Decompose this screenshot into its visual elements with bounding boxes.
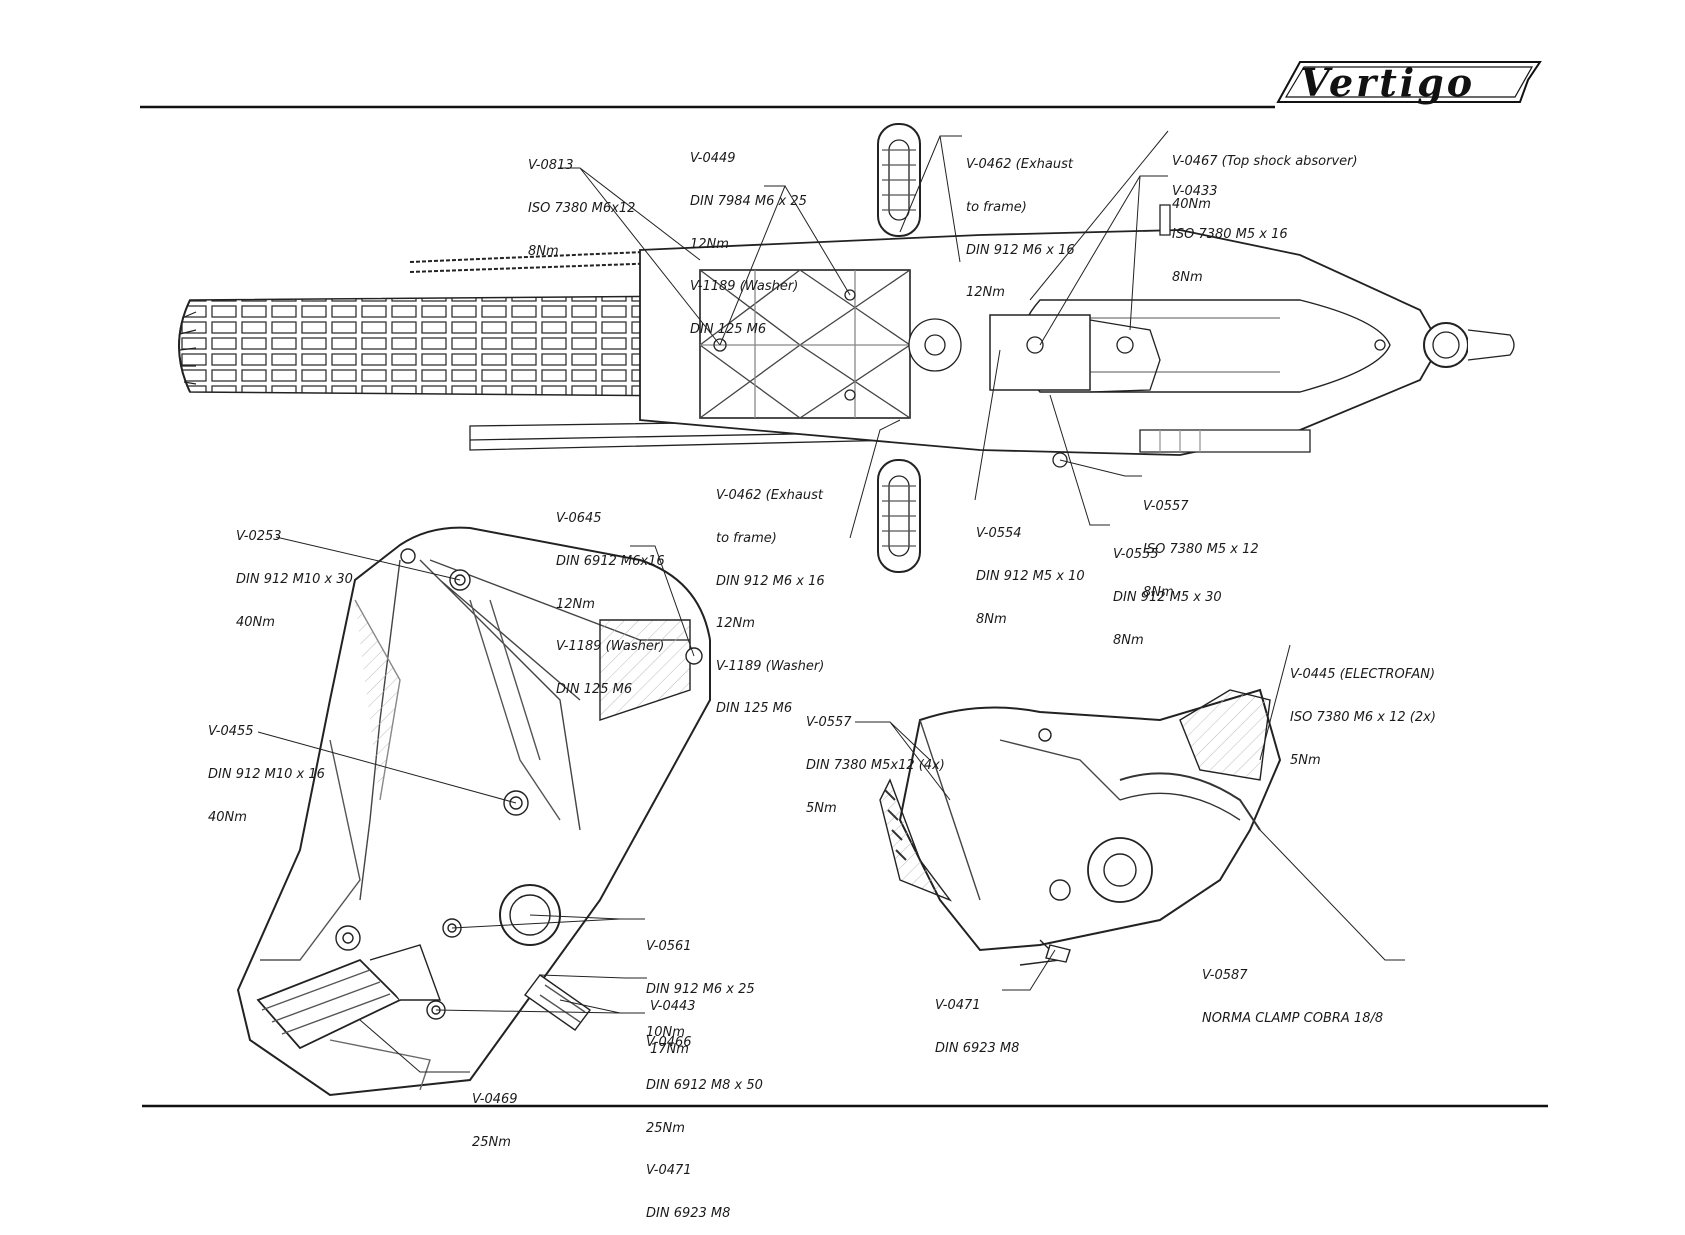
callout-line: DIN 912 M10 x 16 [208,767,325,783]
callout-line: 8Nm [976,611,1007,627]
callout-line: DIN 7380 M5x12 (4x) [806,758,945,774]
callout-line: DIN 912 M6 x 25 [646,982,755,998]
callout-v0466: V-0466 DIN 6912 M8 x 50 25Nm V-0471 DIN … [646,1008,763,1235]
callout-v0557-right: V-0557 DIN 7380 M5x12 (4x) 5Nm [806,688,945,830]
callout-line: DIN 125 M6 [716,701,793,717]
callout-line: ISO 7380 M5 x 12 [1143,542,1259,558]
callout-line: 25Nm [646,1120,685,1136]
callout-line: V-0471 [935,998,981,1014]
callout-line: V-0445 (ELECTROFAN) [1290,667,1436,683]
leader-lines [257,130,1405,1073]
callout-line: DIN 7984 M6 x 25 [690,194,807,210]
callout-line: V-0462 (Exhaust [716,488,823,504]
callout-line: DIN 912 M5 x 10 [976,569,1085,585]
callout-line: V-0587 [1202,968,1248,984]
callout-v0253: V-0253 DIN 912 M10 x 30 40Nm [236,502,353,644]
callout-line: V-0433 [1172,184,1218,200]
callout-line: DIN 6923 M8 [935,1041,1020,1057]
callout-line: V-1189 (Washer) [556,639,665,655]
callout-v0445: V-0445 (ELECTROFAN) ISO 7380 M6 x 12 (2x… [1290,640,1436,782]
callout-v0587: V-0587 NORMA CLAMP COBRA 18/8 [1202,941,1383,1040]
callout-line: V-0471 [646,1163,692,1179]
callout-line: to frame) [716,531,777,547]
callout-line: DIN 912 M5 x 30 [1113,590,1222,606]
callout-v0449: V-0449 DIN 7984 M6 x 25 12Nm V-1189 (Was… [690,124,807,351]
callout-line: V-0469 [472,1092,518,1108]
callout-line: DIN 6923 M8 [646,1205,731,1221]
callout-line: V-0555 [1113,547,1159,563]
callout-line: DIN 125 M6 [556,681,633,697]
callout-line: V-1189 (Washer) [716,658,825,674]
callout-v0561: V-0561 DIN 912 M6 x 25 10Nm [646,912,755,1054]
callout-line: DIN 912 M6 x 16 [716,573,825,589]
rear-tyre [178,295,701,397]
callout-line: 10Nm [646,1024,685,1040]
callout-line: 25Nm [472,1135,511,1151]
callout-line: 8Nm [1172,269,1203,285]
exploded-bike-diagram: Vertigo [140,60,1548,1108]
callout-line: V-0813 [528,158,574,174]
callout-line: V-0467 (Top shock absorver) [1172,154,1358,170]
callout-line: ISO 7380 M6x12 [528,201,636,217]
callout-v0443: V-0443 17Nm [650,972,696,1071]
callout-line: V-0561 [646,939,692,955]
callout-v0467: V-0467 (Top shock absorver) 40Nm [1172,127,1358,226]
callout-v0813: V-0813 ISO 7380 M6x12 8Nm [528,131,635,273]
callout-v0462-bottom: V-0462 (Exhaust to frame) DIN 912 M6 x 1… [716,461,825,731]
callout-line: V-0554 [976,526,1022,542]
callout-line: V-0462 (Exhaust [966,157,1073,173]
callout-line: V-0557 [806,715,852,731]
callout-line: 40Nm [208,809,247,825]
logo-text: Vertigo [1300,60,1475,105]
callout-line: V-0466 [646,1035,692,1051]
callout-line: 40Nm [236,614,275,630]
callout-v0455: V-0455 DIN 912 M10 x 16 40Nm [208,697,325,839]
engine-detail-view [879,688,1282,966]
callout-line: 8Nm [528,243,559,259]
callout-line: DIN 125 M6 [690,321,767,337]
callout-v0469: V-0469 25Nm [472,1065,518,1164]
callout-line: 40Nm [1172,197,1211,213]
callout-line: V-0455 [208,724,254,740]
callout-v0433: V-0433 ISO 7380 M5 x 16 8Nm [1172,157,1288,299]
callout-line: DIN 912 M10 x 30 [236,572,353,588]
callout-line: V-0253 [236,529,282,545]
callout-line: DIN 6912 M6x16 [556,554,665,570]
callout-line: V-0645 [556,511,602,527]
callout-line: 12Nm [716,616,755,632]
callout-v0557-top: V-0557 ISO 7380 M5 x 12 8Nm [1143,472,1259,614]
callout-line: 12Nm [556,596,595,612]
callout-v0554: V-0554 DIN 912 M5 x 10 8Nm [976,499,1085,641]
callout-line: V-0443 [650,999,696,1015]
callout-line: ISO 7380 M6 x 12 (2x) [1290,710,1436,726]
callout-v0555: V-0555 DIN 912 M5 x 30 8Nm [1113,520,1222,662]
callout-line: NORMA CLAMP COBRA 18/8 [1202,1011,1384,1027]
callout-line: DIN 912 M6 x 16 [966,242,1075,258]
callout-line: V-1189 (Washer) [690,279,799,295]
callout-line: 8Nm [1143,584,1174,600]
callout-line: V-0449 [690,151,736,167]
callout-line: to frame) [966,200,1027,216]
callout-v0471: V-0471 DIN 6923 M8 [935,971,1019,1070]
callout-line: 17Nm [650,1042,689,1058]
callout-line: 5Nm [1290,752,1321,768]
callout-line: 12Nm [966,285,1005,301]
callout-line: V-0557 [1143,499,1189,515]
top-view [178,123,1515,573]
vertigo-logo: Vertigo [1276,60,1542,105]
callout-v0645: V-0645 DIN 6912 M6x16 12Nm V-1189 (Washe… [556,484,665,711]
callout-line: DIN 6912 M8 x 50 [646,1078,763,1094]
callout-line: 12Nm [690,236,729,252]
callout-line: ISO 7380 M5 x 16 [1172,227,1288,243]
callout-line: 8Nm [1113,632,1144,648]
callout-line: 5Nm [806,800,837,816]
callout-v0462-top: V-0462 (Exhaust to frame) DIN 912 M6 x 1… [966,130,1075,315]
